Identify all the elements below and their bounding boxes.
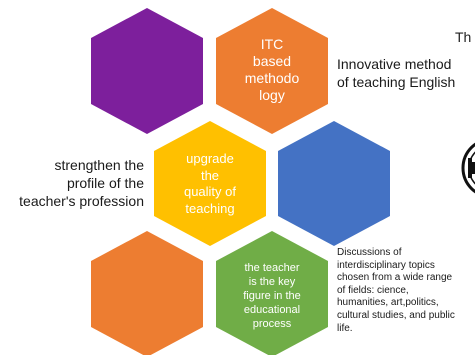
itc-methodology-text: ITC based methodo logy [244, 36, 300, 103]
innovative-method-label: Innovative method of teaching English [337, 56, 456, 90]
hexagon-orange-bottom [91, 231, 203, 355]
strengthen-profile-label: strengthen the profile of the teacher's … [19, 157, 144, 209]
upgrade-quality-text: upgrade the quality of teaching [183, 151, 237, 216]
hexagon-purple [91, 8, 203, 134]
hexagon-teacher-key-figure [216, 231, 328, 355]
teacher-key-figure-text: the teacher is the key figure in the edu… [243, 262, 301, 330]
hexagon-itc-methodology [216, 8, 328, 134]
title-fragment: Th [455, 29, 472, 45]
discussions-label: Discussions of interdisciplinary topics … [337, 247, 455, 334]
hexagon-blue [278, 121, 390, 246]
circular-logo-icon [461, 142, 475, 194]
hexagon-upgrade-quality [154, 121, 266, 246]
